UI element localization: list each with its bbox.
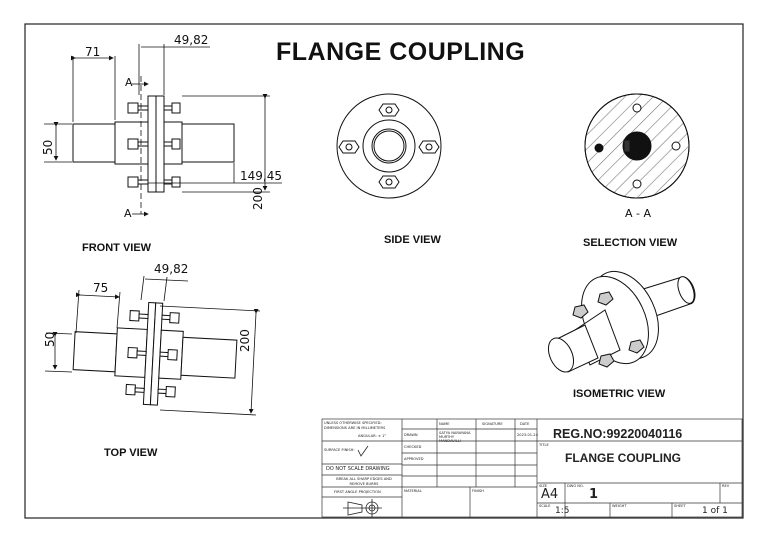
top-view-drawing <box>72 301 238 406</box>
size-label: SIZE <box>539 484 548 488</box>
title-label: TITLE <box>539 443 549 447</box>
side-view-label: SIDE VIEW <box>384 234 441 246</box>
material-label: MATERIAL <box>404 489 422 493</box>
top-view-dimensions <box>44 275 261 416</box>
front-shaft-dia-dim: 50 <box>41 139 55 155</box>
dwg-no-label: DWG NO. <box>567 484 584 488</box>
sheet-border <box>24 23 744 519</box>
row-drawn: DRAWN <box>404 433 418 437</box>
surface-finish-label: SURFACE FINISH: <box>324 448 355 452</box>
col-signature: SIGNATURE <box>482 422 503 426</box>
front-length-dim: 149,45 <box>240 169 282 183</box>
front-view-label: FRONT VIEW <box>82 242 152 254</box>
break-edges-note: BREAK ALL SHARP EDGES AND REMOVE BURRS <box>336 477 392 486</box>
surface-finish-symbol <box>357 445 369 457</box>
scale-label: SCALE <box>539 504 551 508</box>
isometric-view-label: ISOMETRIC VIEW <box>573 388 666 400</box>
section-view-caption: A - A <box>625 207 652 220</box>
title-block-lines <box>321 418 743 518</box>
reg-number: REG.NO:99220040116 <box>553 427 683 441</box>
front-view-drawing <box>72 95 235 193</box>
isometric-view-drawing <box>547 270 696 373</box>
row-approved: APPROVED <box>404 457 424 461</box>
top-shaft-length-dim: 75 <box>93 281 109 295</box>
col-date: DATE <box>520 422 530 426</box>
dwg-number: 1 <box>589 487 599 502</box>
selection-view-label: SELECTION VIEW <box>583 237 678 249</box>
weight-label: WEIGHT <box>612 504 627 508</box>
sheet-size: A4 <box>541 487 559 502</box>
tolerance-notes: UNLESS OTHERWISE SPECIFIED: DIMENSIONS A… <box>324 421 386 430</box>
angular-tolerance: ANGULAR: ± 1° <box>358 434 387 438</box>
section-view-drawing <box>584 93 690 199</box>
projection-label: FIRST ANGLE PROJECTION <box>334 490 381 494</box>
front-shaft-length-dim: 71 <box>85 45 101 59</box>
section-marker-top: A <box>125 76 133 89</box>
section-marker-bottom: A <box>124 207 132 220</box>
front-height-dim: 200 <box>251 187 265 210</box>
top-flange-width-dim: 49,82 <box>154 262 189 276</box>
finish-label: FINISH <box>472 489 484 493</box>
front-view-dimensions <box>44 44 282 217</box>
rev-label: REV <box>722 484 730 488</box>
col-name: NAME <box>439 422 450 426</box>
row-checked: CHECKED <box>404 445 422 449</box>
sheet-label: SHEET <box>674 504 686 508</box>
top-height-dim: 200 <box>238 329 252 352</box>
projection-symbol <box>343 499 382 517</box>
title-block-title: FLANGE COUPLING <box>565 451 681 465</box>
front-flange-width-dim: 49,82 <box>174 33 209 47</box>
scale-value: 1:5 <box>555 506 570 516</box>
front-bolts <box>127 102 181 188</box>
sheet-number: 1 of 1 <box>702 506 728 516</box>
side-view-drawing <box>336 93 442 199</box>
top-shaft-dia-dim: 50 <box>43 331 57 347</box>
drawn-date: 2023-01-24 <box>517 433 538 437</box>
top-view-label: TOP VIEW <box>104 447 158 459</box>
do-not-scale-note: DO NOT SCALE DRAWING <box>326 466 390 472</box>
drawn-by-name: SATYA NARAYANA MURTHY MANDAVILLI <box>439 431 471 443</box>
drawing-title: FLANGE COUPLING <box>276 38 526 66</box>
